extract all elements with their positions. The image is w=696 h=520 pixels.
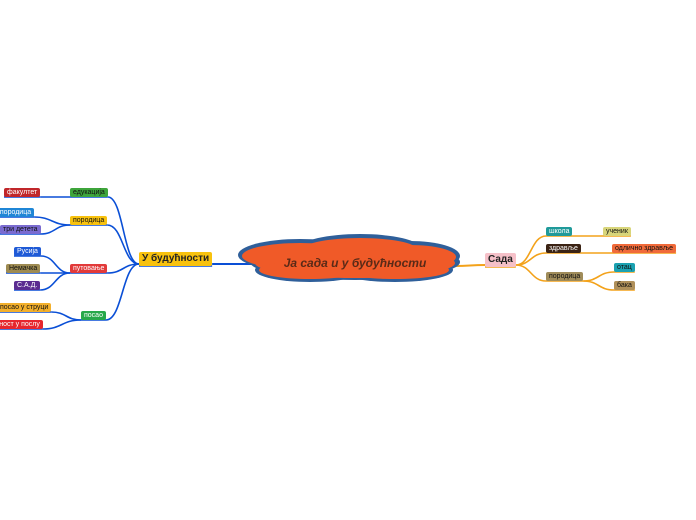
leaf-grandmother[interactable]: бака [614,281,635,290]
link-future-leaf-1-1 [40,224,71,235]
leaf-success-at-work[interactable]: успешност у послу [0,320,43,329]
link-future-leaf-1-0 [34,216,71,226]
link-future-leaf-2-2 [40,272,71,291]
connector-lines [0,196,677,330]
leaf-happy-family[interactable]: срећна породица [0,208,35,217]
branch-work[interactable]: посао [81,311,106,320]
leaf-father[interactable]: отац [614,263,635,272]
leaf-student[interactable]: ученик [603,227,631,236]
central-topic[interactable]: Ја сада и у будућности [283,256,427,270]
branch-education[interactable]: едукација [70,188,108,197]
central-cloud[interactable] [238,234,460,282]
branch-travel[interactable]: путовање [70,264,108,273]
leaf-three-children[interactable]: три детета [0,225,41,234]
link-future-branch-1 [107,224,140,265]
link-future-leaf-3-1 [42,319,82,330]
leaf-job-in-profession[interactable]: посао у струци [0,303,52,312]
branch-family-future[interactable]: породица [70,216,108,225]
link-now-leaf-2-0 [583,271,615,282]
link-future-branch-3 [105,263,140,321]
leaf-faculty[interactable]: факултет [4,188,41,197]
topic-future[interactable]: У будућности [139,252,213,266]
leaf-usa[interactable]: С.А.Д. [14,281,41,290]
branch-school[interactable]: школа [546,227,573,236]
leaf-russia[interactable]: Русија [14,247,41,256]
leaf-germany[interactable]: Немачка [6,264,41,273]
link-now-leaf-2-1 [583,280,615,291]
link-future-leaf-3-0 [51,311,82,321]
branch-family-now[interactable]: породица [546,272,584,281]
branch-health[interactable]: здравље [546,244,581,253]
link-central-now [454,264,486,267]
leaf-excellent-health[interactable]: одлично здравље [612,244,677,253]
link-now-branch-0 [515,235,547,266]
topic-now[interactable]: Сада [485,253,516,267]
link-future-leaf-2-0 [40,255,71,274]
link-now-branch-2 [515,264,547,282]
link-future-branch-0 [107,196,140,265]
